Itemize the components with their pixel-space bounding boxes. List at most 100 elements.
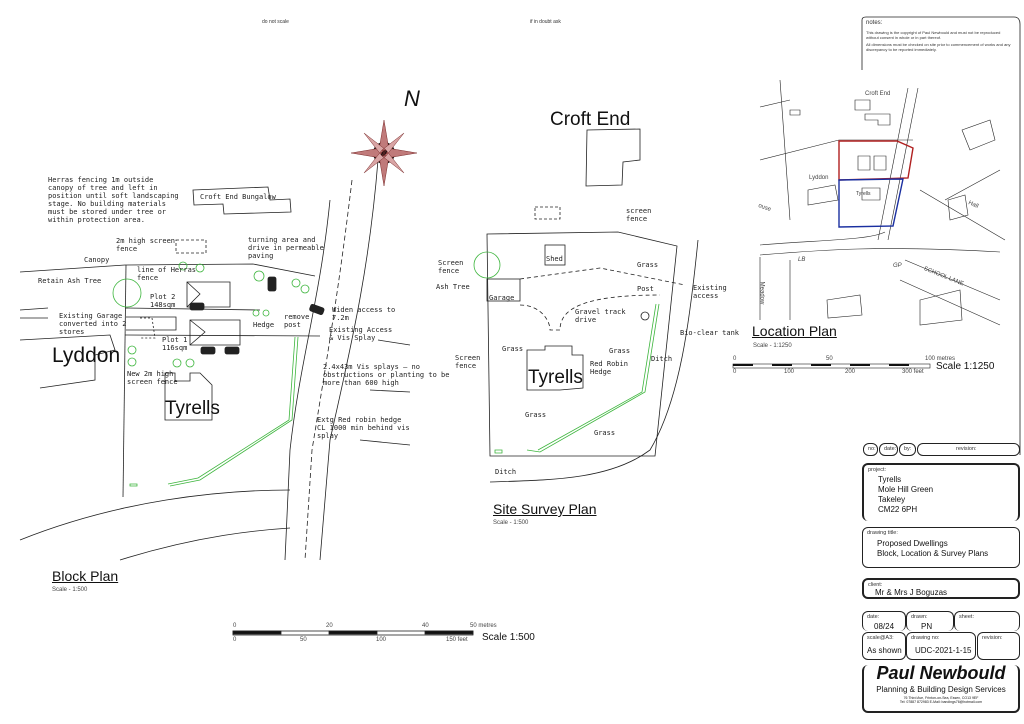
drawing-no-box: drawing no: UDC-2021-1-15 <box>906 632 976 660</box>
date-label: date: <box>867 614 880 620</box>
vis-splays-label: obstructions or planting to be <box>323 371 450 379</box>
sheet-box: sheet: <box>954 611 1020 631</box>
drawing-no-label: drawing no: <box>911 635 940 641</box>
vis-splays-label: more than 600 high <box>323 379 399 387</box>
croft-end-bungalow-label: Croft End Bungalow <box>200 193 276 201</box>
red-robin-label: Hedge <box>590 368 612 376</box>
screen-fence-label: 2m high screen <box>116 237 176 245</box>
screen-fence-label: fence <box>626 215 648 223</box>
revision-label: revision: <box>982 635 1003 641</box>
location-plan-linework <box>732 79 1006 369</box>
project-line: Tyrells <box>878 475 902 484</box>
herras-line-label: line of Herras <box>137 266 197 274</box>
notes-frame <box>861 16 1021 455</box>
post-label: Post <box>637 285 654 293</box>
existing-access-label: access <box>693 292 719 300</box>
sheet-label: sheet: <box>959 614 974 620</box>
herras-line-label: fence <box>137 274 159 282</box>
company-box: Paul Newbould Planning & Building Design… <box>862 663 1020 713</box>
lyddon-outline <box>19 334 116 389</box>
drawn-box: drawn: PN <box>906 611 954 631</box>
croft-end-bungalow-outline <box>192 186 292 215</box>
rev-by-label: by: <box>904 446 912 452</box>
scale-metres-tick: 40 <box>422 623 429 629</box>
existing-access-label: Existing Access <box>329 326 393 334</box>
red-site-outline <box>838 140 914 181</box>
rev-revision-label: revision: <box>956 446 977 452</box>
location-plan-title: Location Plan <box>752 323 837 339</box>
block-plan-title: Block Plan <box>52 568 119 584</box>
scale-bar-500 <box>232 630 474 636</box>
red-robin-label: Extg Red robin hedge <box>317 416 402 424</box>
turning-area-label: paving <box>248 252 274 260</box>
block-plan-linework <box>19 119 418 561</box>
site-survey-scale: Scale - 1:500 <box>493 520 529 526</box>
grass-label: Grass <box>609 347 631 355</box>
vis-splays-label: 2.4x43m Vis splays — no <box>323 363 420 371</box>
note-line: must be stored under tree or <box>48 208 167 216</box>
screen-fence-label: Screen <box>438 259 464 267</box>
doubt-note: if in doubt ask <box>530 19 561 25</box>
drawn-label: drawn: <box>911 614 928 620</box>
screen-fence-label: screen <box>626 207 652 215</box>
drawing-title-box: drawing title: Proposed Dwellings Block,… <box>862 527 1020 568</box>
scale-1250-label: Scale 1:1250 <box>936 361 995 372</box>
lyddon-label: Lyddon <box>809 175 829 181</box>
note-line: Herras fencing 1m outside <box>48 176 154 184</box>
scale-500-label: Scale 1:500 <box>482 632 535 643</box>
screen-fence-label: fence <box>455 362 477 370</box>
notes-line: without consent in whole or in part ther… <box>866 35 942 40</box>
garage-label: Garage <box>489 294 515 302</box>
project-line: Mole Hill Green <box>878 485 934 494</box>
company-contact: Tel: 07887 872983 E-Mail: bandings76@hot… <box>899 700 983 704</box>
drawing-no-value: UDC-2021-1-15 <box>915 646 972 655</box>
scale-feet-tick: 0 <box>733 369 737 375</box>
scale-value: As shown <box>867 646 902 655</box>
hedge-label: Hedge <box>253 321 275 329</box>
do-not-scale-note: do not scale <box>262 19 289 25</box>
gravel-label: drive <box>575 316 597 324</box>
existing-garage-label: stores <box>59 328 85 336</box>
site-survey-title: Site Survey Plan <box>493 501 597 517</box>
meadow-label: Meadow <box>758 281 765 305</box>
client-value: Mr & Mrs J Boguzas <box>875 588 948 597</box>
tyrells-outline <box>526 345 584 391</box>
date-box: date: 08/24 <box>862 611 906 631</box>
scale-metres-tick: 50 metres <box>470 623 497 629</box>
company-tagline: Planning & Building Design Services <box>876 685 1006 694</box>
road-edge-east <box>319 159 379 561</box>
plot1-house <box>189 319 241 346</box>
existing-access-label: & Vis Splay <box>329 334 376 342</box>
scale-metres-tick: 50 <box>826 356 833 362</box>
croft-end-label: Croft End <box>865 91 891 97</box>
scale-feet-tick: 150 feet <box>446 637 468 643</box>
project-box: project: Tyrells Mole Hill Green Takeley… <box>862 463 1020 521</box>
cars <box>189 276 325 355</box>
grass-label: Grass <box>637 261 659 269</box>
drawing-title-line: Proposed Dwellings <box>877 539 948 548</box>
screen-fence-label: fence <box>438 267 460 275</box>
road-south <box>19 489 291 541</box>
screen-fence-label: Screen <box>455 354 481 362</box>
scale-metres-tick: 0 <box>233 623 237 629</box>
scale-feet-tick: 200 <box>845 369 856 375</box>
boundary-north <box>19 263 316 277</box>
new-fence-label: New 2m high <box>127 370 174 378</box>
note-line: canopy of tree and left in <box>48 184 158 192</box>
scale-feet-tick: 100 <box>784 369 795 375</box>
note-line: position until soft landscaping <box>48 192 179 200</box>
drawing-title-line: Block, Location & Survey Plans <box>877 549 989 558</box>
tyrells-label: Tyrells <box>856 191 871 197</box>
remove-post-label: post <box>284 321 301 329</box>
lb-label: LB <box>798 257 806 263</box>
company-address: 76 Third Ave, Frinton-on-Sea, Essex, CO1… <box>903 696 979 700</box>
scale-metres-tick: 20 <box>326 623 333 629</box>
client-label: client: <box>868 582 883 588</box>
notes-line: All dimensions must be checked on site p… <box>866 42 1011 47</box>
note-line: stage. No building materials <box>48 200 167 208</box>
turning-area-label: drive in permeable <box>248 244 324 252</box>
widen-access-label: Widen access to <box>332 306 396 314</box>
hedges-and-trees <box>112 261 310 487</box>
project-label: project: <box>868 467 887 473</box>
existing-access-label: Existing <box>693 284 727 292</box>
